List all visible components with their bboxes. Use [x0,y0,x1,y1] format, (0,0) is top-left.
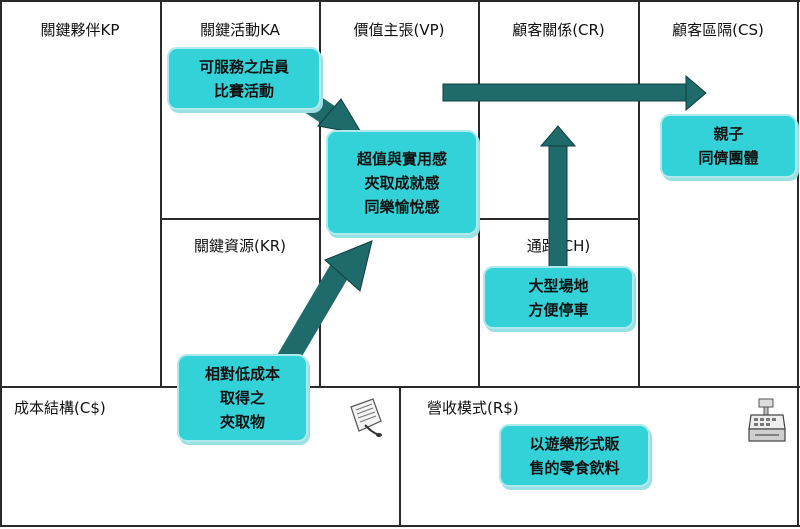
divider-h-ka-kr [160,218,320,220]
note-value-propositions: 超值與實用感 夾取成就感 同樂愉悅感 [326,130,478,235]
note-key-activities: 可服務之店員 比賽活動 [167,47,321,110]
receipt-icon [350,398,382,437]
note-customer-segments: 親子 同儕團體 [660,114,797,178]
arrow-kr-to-vp [277,240,373,366]
arrow-ch-up [539,125,577,269]
divider-v-bottom [399,386,401,527]
title-value-propositions: 價值主張(VP) [353,21,445,39]
note-line: 以遊樂形式販 [529,434,620,453]
note-line: 大型場地 [528,276,589,295]
title-key-resources: 關鍵資源(KR) [194,237,286,255]
note-line: 取得之 [219,389,265,407]
title-revenue-streams: 營收模式(R$) [427,399,519,417]
note-line: 可服務之店員 [198,57,289,76]
title-key-partners: 關鍵夥伴KP [40,21,120,39]
note-line: 售的零食飲料 [529,458,620,477]
note-revenue-streams: 以遊樂形式販 售的零食飲料 [499,424,650,487]
note-line: 同樂愉悅感 [364,197,440,216]
note-line: 同儕團體 [698,149,759,167]
divider-v3 [478,0,480,387]
arrow-vp-to-cs [442,74,707,112]
title-cost-structure: 成本結構(C$) [14,399,106,417]
note-line: 方便停車 [528,300,589,319]
canvas-border-top [0,0,800,2]
canvas-border-left [0,0,2,527]
title-customer-relationships: 顧客關係(CR) [512,21,605,39]
note-channels: 大型場地 方便停車 [483,266,634,329]
canvas-border-right [797,0,799,527]
note-key-resources: 相對低成本 取得之 夾取物 [177,354,308,442]
note-line: 夾取物 [219,413,265,431]
title-key-activities: 關鍵活動KA [200,21,280,39]
divider-v1 [160,0,162,387]
note-line: 夾取成就感 [364,173,440,192]
title-customer-segments: 顧客區隔(CS) [672,21,764,39]
note-line: 比賽活動 [213,81,274,100]
note-line: 相對低成本 [204,365,280,383]
note-line: 親子 [713,125,744,143]
divider-v4 [638,0,640,387]
note-line: 超值與實用感 [356,149,447,168]
divider-v2 [319,0,321,387]
cash-register-icon [748,398,786,442]
